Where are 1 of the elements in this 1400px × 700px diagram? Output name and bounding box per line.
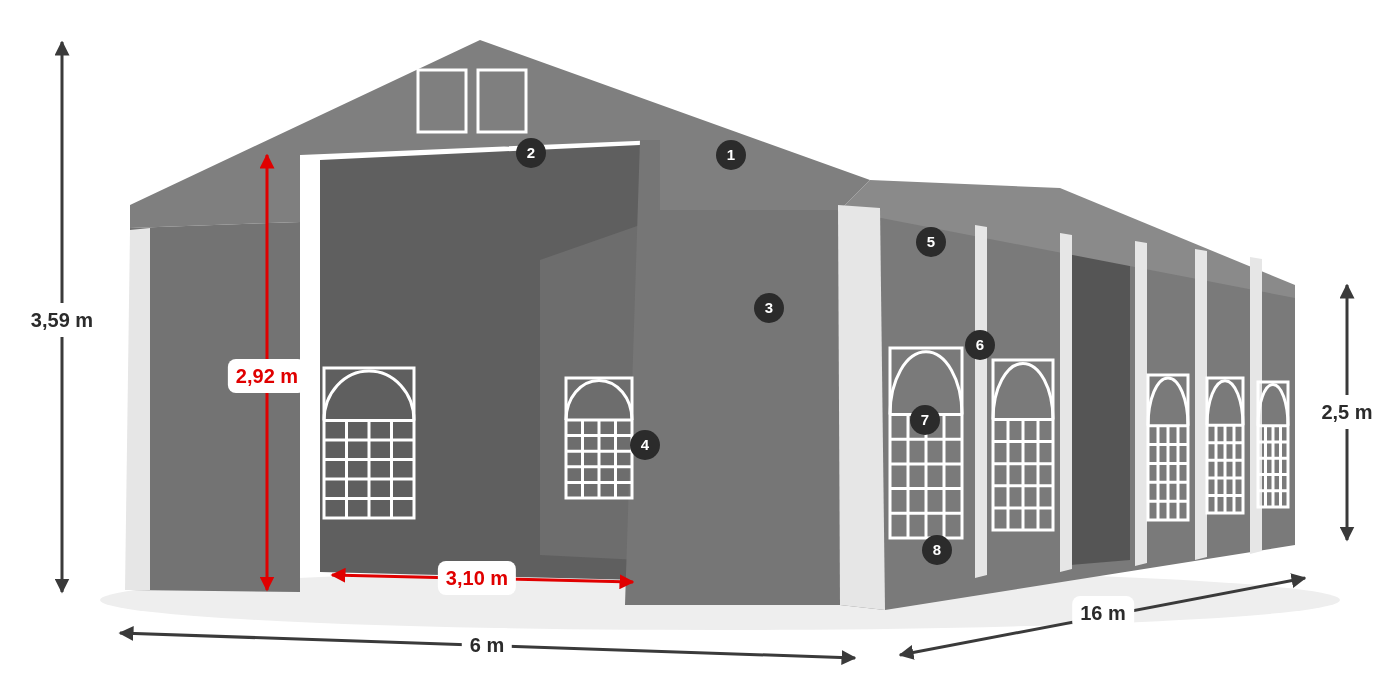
dimension-label: 3,10 m — [437, 561, 517, 595]
